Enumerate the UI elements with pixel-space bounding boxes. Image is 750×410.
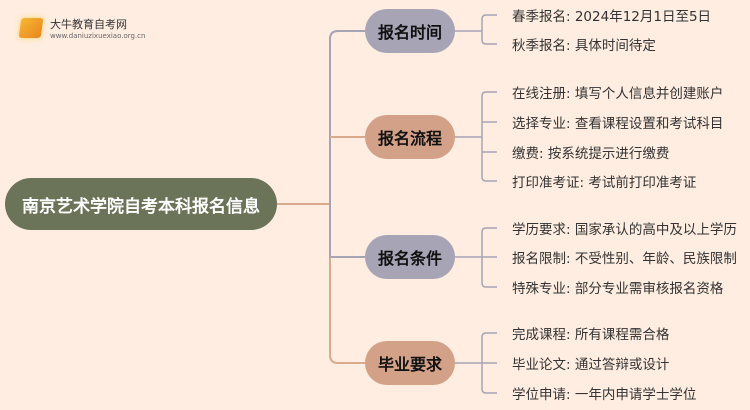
leaf-item: 秋季报名: 具体时间待定 — [512, 38, 656, 54]
leaf-item: 报名限制: 不受性别、年龄、民族限制 — [512, 251, 737, 267]
logo: 大牛教育自考网 www.daniuzixuexiao.org.cn — [18, 16, 146, 40]
root-node: 南京艺术学院自考本科报名信息 — [5, 178, 277, 230]
leaf-item: 完成课程: 所有课程需合格 — [512, 327, 670, 343]
logo-title: 大牛教育自考网 — [50, 18, 127, 31]
leaf-item: 学位申请: 一年内申请学士学位 — [512, 387, 697, 403]
leaf-bracket — [455, 332, 497, 394]
leaf-item: 缴费: 按系统提示进行缴费 — [512, 146, 670, 162]
leaf-item: 打印准考证: 考试前打印准考证 — [512, 175, 697, 191]
leaf-item: 特殊专业: 部分专业需审核报名资格 — [512, 281, 724, 297]
leaf-item: 春季报名: 2024年12月1日至5日 — [512, 9, 712, 25]
leaf-item: 学历要求: 国家承认的高中及以上学历 — [512, 222, 737, 238]
leaf-item: 选择专业: 查看课程设置和考试科目 — [512, 116, 724, 132]
branch-node-registration-time: 报名时间 — [365, 9, 455, 53]
leaf-item: 毕业论文: 通过答辩或设计 — [512, 357, 670, 373]
leaf-bracket — [455, 14, 497, 45]
logo-url: www.daniuzixuexiao.org.cn — [50, 32, 146, 40]
leaf-bracket — [455, 91, 497, 182]
branch-node-graduation-requirements: 毕业要求 — [365, 341, 455, 385]
leaf-bracket — [455, 227, 497, 288]
branch-node-registration-conditions: 报名条件 — [365, 235, 455, 279]
leaf-item: 在线注册: 填写个人信息并创建账户 — [512, 86, 724, 102]
branch-node-registration-process: 报名流程 — [365, 115, 455, 159]
